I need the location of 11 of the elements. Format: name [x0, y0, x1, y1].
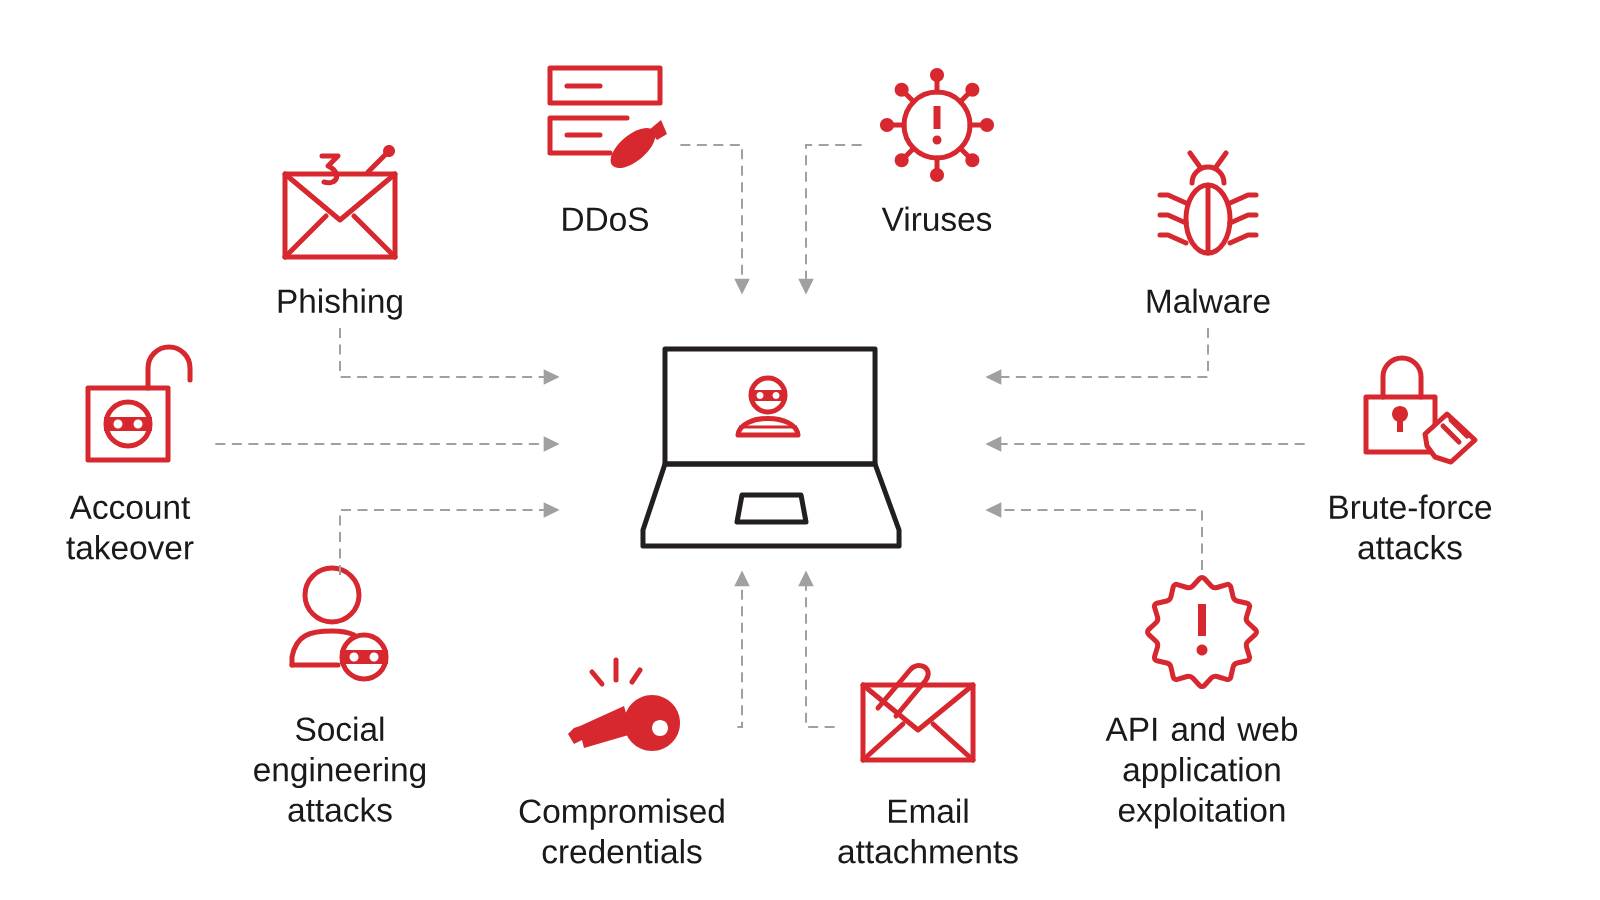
icon-caption: Social engineering attacks: [254, 716, 426, 822]
icon-caption: API and web application exploitation: [1105, 716, 1298, 829]
laptop-hacker-drawing: [640, 346, 902, 549]
icon-caption: Account takeover: [66, 495, 194, 560]
icon-caption: Malware: [1147, 288, 1270, 314]
icon-caption: Phishing: [278, 288, 402, 320]
icon-caption: DDoS: [563, 207, 648, 232]
icon-caption: Compromised credentials: [519, 798, 724, 864]
icon-caption: Brute-force attacks: [1330, 494, 1492, 560]
icon-caption: Viruses: [881, 206, 992, 232]
icon-caption: Email attachments: [838, 798, 1018, 864]
